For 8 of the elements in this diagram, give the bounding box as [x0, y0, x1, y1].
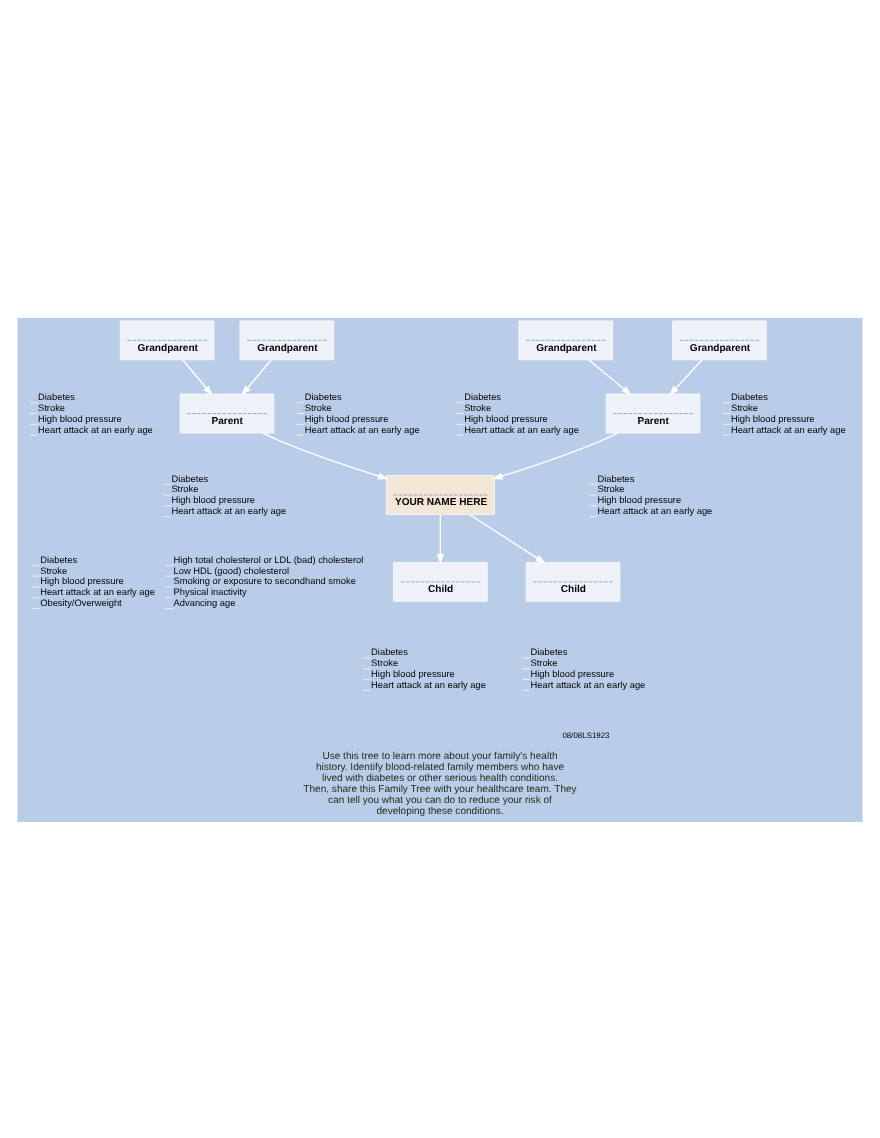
arrow [261, 431, 389, 479]
arrow [182, 358, 213, 395]
arrow [669, 358, 703, 395]
arrow [241, 358, 272, 395]
arrow [468, 512, 546, 563]
arrow [588, 358, 632, 395]
arrow [436, 512, 444, 564]
arrow [492, 431, 619, 479]
